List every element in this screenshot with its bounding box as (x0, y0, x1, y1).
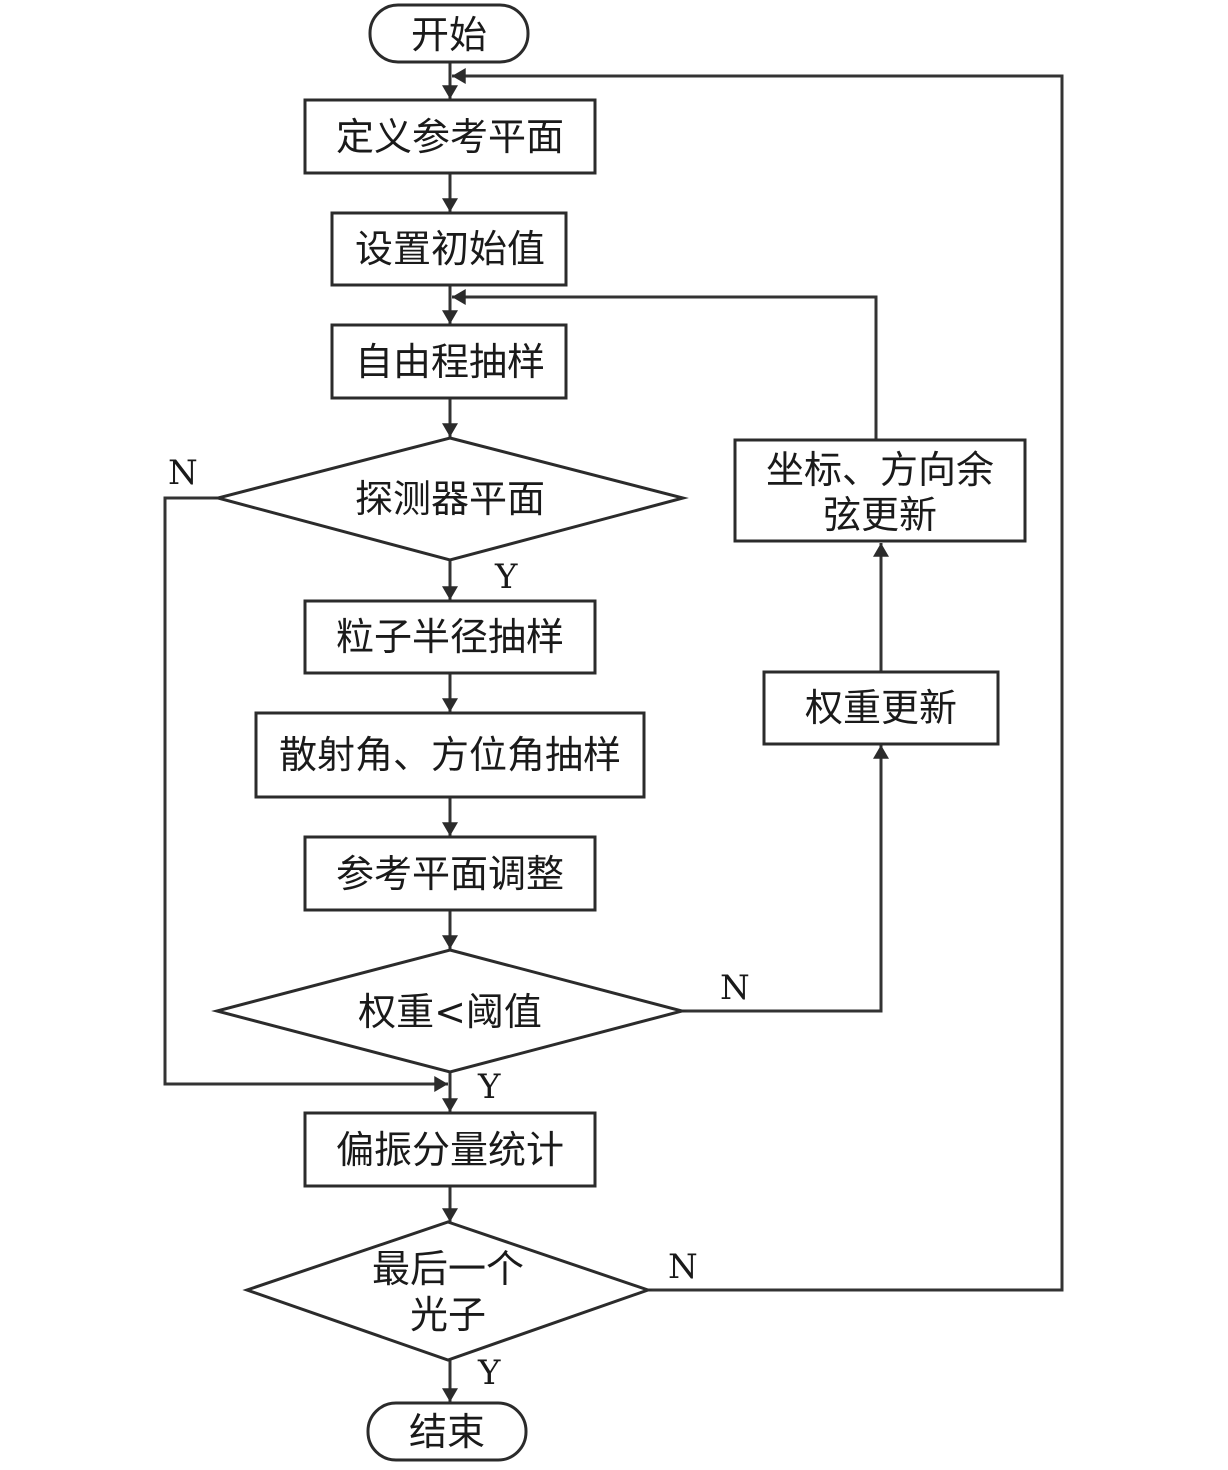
label-weight-no: N (720, 968, 750, 1008)
node-weight-update: 权重更新 (762, 670, 1000, 746)
terminator-shape (366, 1401, 528, 1462)
label-last-no: N (668, 1247, 698, 1287)
node-detector-plane: 探测器平面 (212, 436, 689, 562)
process-shape (303, 1111, 597, 1188)
node-weight-threshold: 权重<阈值 (211, 948, 688, 1074)
node-last-photon: 最后一个 光子 (242, 1220, 653, 1362)
node-label: 定义参考平面 (336, 115, 564, 159)
node-label: 探测器平面 (355, 477, 545, 521)
node-polarization-stats: 偏振分量统计 (303, 1111, 597, 1188)
node-label-line-1: 坐标、方向余 (766, 448, 994, 492)
node-label-line-2: 弦更新 (823, 493, 937, 537)
process-shape (733, 438, 1027, 543)
process-shape (303, 98, 597, 175)
decision-shape (211, 948, 688, 1074)
node-label-line-1: 最后一个 (372, 1247, 524, 1291)
node-define-ref-plane: 定义参考平面 (303, 98, 597, 175)
node-free-path-sampling: 自由程抽样 (330, 323, 568, 400)
node-label: 权重<阈值 (358, 990, 542, 1034)
edge-threshold-no (682, 745, 889, 1013)
process-shape (303, 599, 597, 675)
node-label: 权重更新 (805, 686, 957, 730)
node-end: 结束 (366, 1401, 528, 1462)
node-ref-plane-adjust: 参考平面调整 (303, 835, 597, 912)
node-label: 粒子半径抽样 (336, 615, 564, 659)
node-angle-sampling: 散射角、方位角抽样 (254, 711, 646, 799)
process-shape (303, 835, 597, 912)
node-label: 设置初始值 (355, 227, 545, 271)
label-last-yes: Y (477, 1353, 501, 1393)
node-start: 开始 (368, 3, 530, 64)
process-shape (330, 211, 568, 287)
node-label: 自由程抽样 (355, 340, 545, 384)
edges (163, 62, 1064, 1402)
node-label-line-2: 光子 (410, 1293, 486, 1337)
process-shape (254, 711, 646, 799)
node-particle-radius-sampling: 粒子半径抽样 (303, 599, 597, 675)
label-detector-no: N (168, 453, 198, 493)
node-set-initial: 设置初始值 (330, 211, 568, 287)
edge-coord-to-freepath (451, 289, 878, 439)
node-coord-update: 坐标、方向余 弦更新 (733, 438, 1027, 543)
process-shape (762, 670, 1000, 746)
node-label: 结束 (409, 1410, 485, 1454)
edge-last-no (451, 68, 1064, 1292)
terminator-shape (368, 3, 530, 64)
node-label: 参考平面调整 (336, 852, 564, 896)
process-shape (330, 323, 568, 400)
decision-shape (212, 436, 689, 562)
node-label: 开始 (411, 13, 487, 57)
node-label: 散射角、方位角抽样 (279, 733, 621, 777)
decision-shape (242, 1220, 653, 1362)
label-detector-yes: Y (494, 557, 518, 597)
node-label: 偏振分量统计 (336, 1128, 564, 1172)
branch-labels: N Y N Y N Y (168, 453, 750, 1393)
label-weight-yes: Y (477, 1067, 501, 1107)
edge-detector-no (163, 496, 449, 1092)
